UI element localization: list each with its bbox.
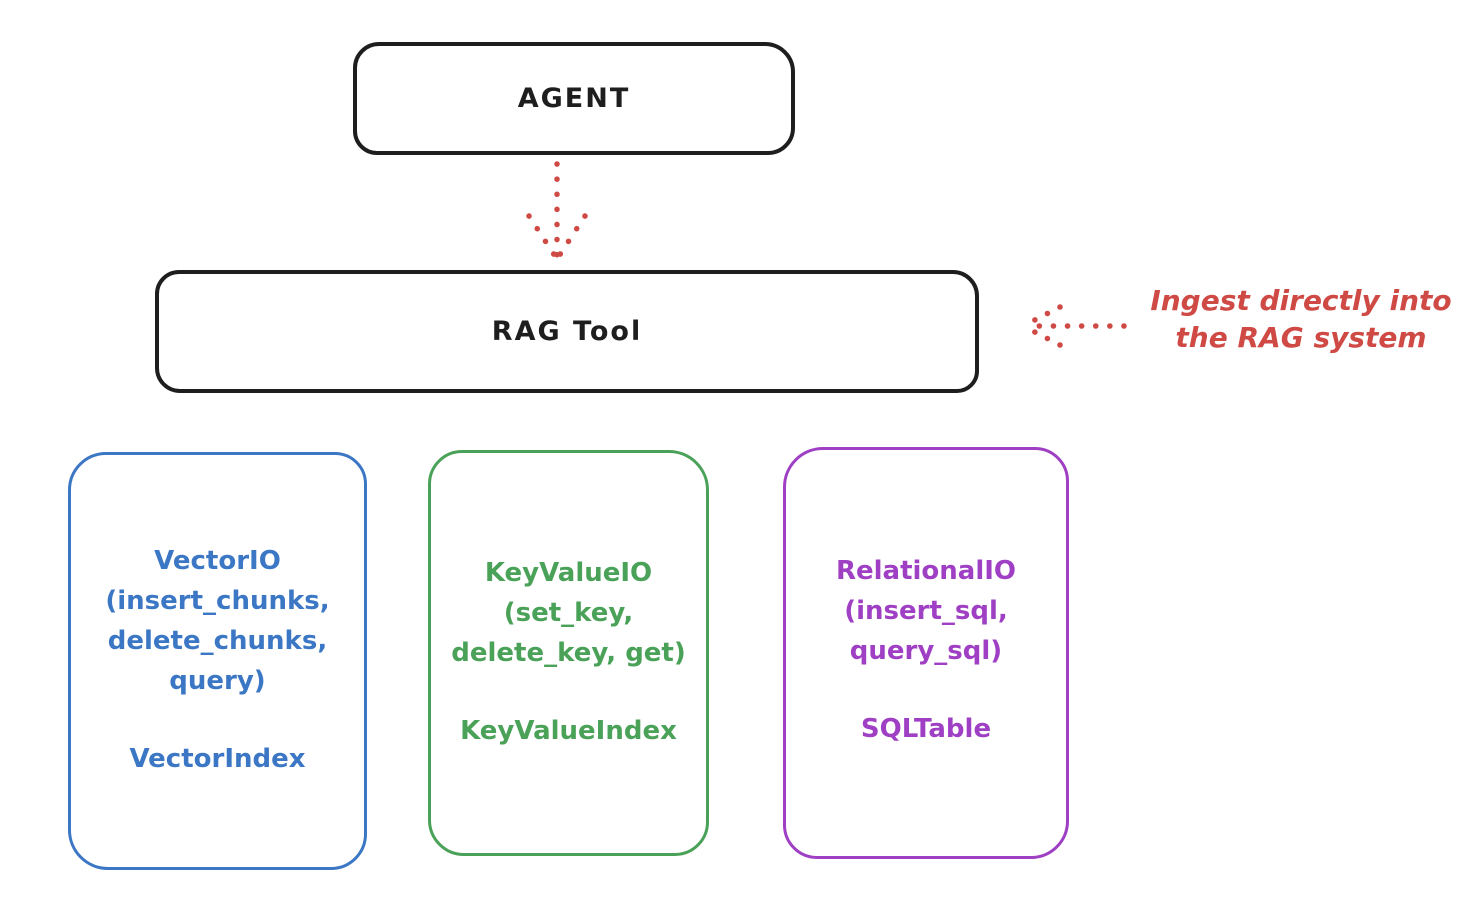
agent-label: AGENT: [517, 83, 631, 114]
vector-index-label: VectorIndex: [129, 744, 306, 774]
keyvalue-index-label: KeyValueIndex: [460, 716, 677, 746]
rag-tool-node: RAG Tool: [155, 270, 979, 393]
ingest-annotation-line1: Ingest directly into: [1150, 284, 1452, 317]
rag-tool-label: RAG Tool: [491, 316, 643, 347]
relational-io-description: RelationalIO (insert_sql, query_sql): [835, 556, 1017, 666]
relational-io-node: RelationalIO (insert_sql, query_sql) SQL…: [783, 447, 1069, 859]
keyvalue-io-description: KeyValueIO (set_key, delete_key, get): [451, 558, 686, 668]
vector-io-node: VectorIO (insert_chunks, delete_chunks, …: [68, 452, 367, 870]
keyvalue-io-node: KeyValueIO (set_key, delete_key, get) Ke…: [428, 450, 709, 856]
sql-table-label: SQLTable: [860, 714, 992, 744]
agent-to-ragtool-arrow-icon: [526, 161, 588, 259]
ingest-annotation-arrow-icon: [1022, 304, 1127, 348]
ingest-annotation: Ingest directly into the RAG system: [1128, 282, 1474, 356]
agent-node: AGENT: [353, 42, 795, 155]
ingest-annotation-line2: the RAG system: [1175, 321, 1427, 354]
vector-io-description: VectorIO (insert_chunks, delete_chunks, …: [105, 546, 330, 696]
